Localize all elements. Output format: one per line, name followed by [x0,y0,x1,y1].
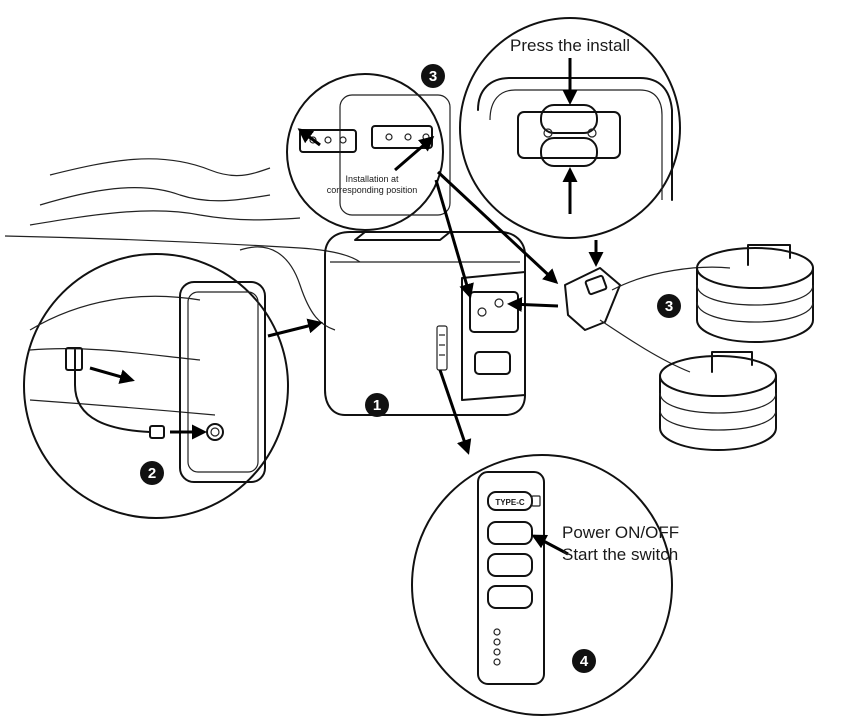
power-label-2: Start the switch [562,545,678,564]
svg-text:2: 2 [148,465,156,482]
type-c-label: TYPE-C [495,498,525,507]
valve-disc-top [696,244,814,343]
detail-circle-press [459,17,681,239]
air-hose [239,246,336,331]
valve-disc-bottom [659,351,777,451]
step-badge-1: 1 [365,393,389,417]
detail-circle-panel [411,454,673,716]
background-waves [4,158,361,263]
svg-text:3: 3 [665,298,673,315]
step-badge-3-top: 3 [421,64,445,88]
step-badge-4: 4 [572,649,596,673]
pump-unit [324,231,526,416]
install-position-label-2: corresponding position [327,185,418,195]
step-badge-3-right: 3 [657,294,681,318]
press-install-label: Press the install [510,36,630,55]
step-badge-2: 2 [140,461,164,485]
power-label-1: Power ON/OFF [562,523,679,542]
valve-adapter [564,266,731,373]
detail-circle-hose [23,253,289,519]
svg-text:3: 3 [429,68,437,85]
svg-text:4: 4 [580,653,589,670]
svg-text:1: 1 [373,397,381,414]
detail-circle-mount [286,73,451,231]
install-position-label-1: Installation at [345,174,399,184]
connector-arrows [89,58,604,556]
